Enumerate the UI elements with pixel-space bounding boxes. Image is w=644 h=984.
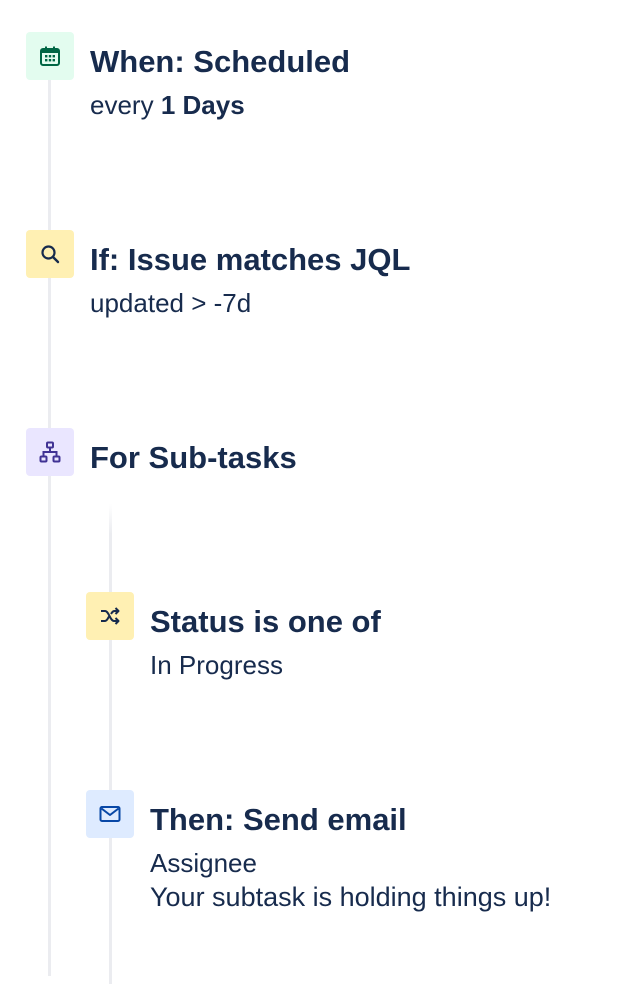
component-title: If: Issue matches JQL [90,242,411,277]
component-title: Status is one of [150,604,381,639]
email-subject: Your subtask is holding things up! [150,882,552,912]
component-detail: In Progress [150,650,283,680]
detail-value: 1 Days [160,90,245,120]
mail-icon [86,790,134,838]
component-detail: Assignee [150,848,257,878]
detail-prefix: every [90,90,161,120]
component-title: Then: Send email [150,802,407,837]
hierarchy-icon [26,428,74,476]
branch-timeline-line [109,504,112,984]
component-title: When: Scheduled [90,44,351,79]
component-title: For Sub-tasks [90,440,297,475]
main-timeline-line [48,54,51,976]
component-detail: updated > -7d [90,288,252,318]
shuffle-icon [86,592,134,640]
calendar-icon [26,32,74,80]
search-icon [26,230,74,278]
component-detail: every 1 Days [90,88,350,122]
